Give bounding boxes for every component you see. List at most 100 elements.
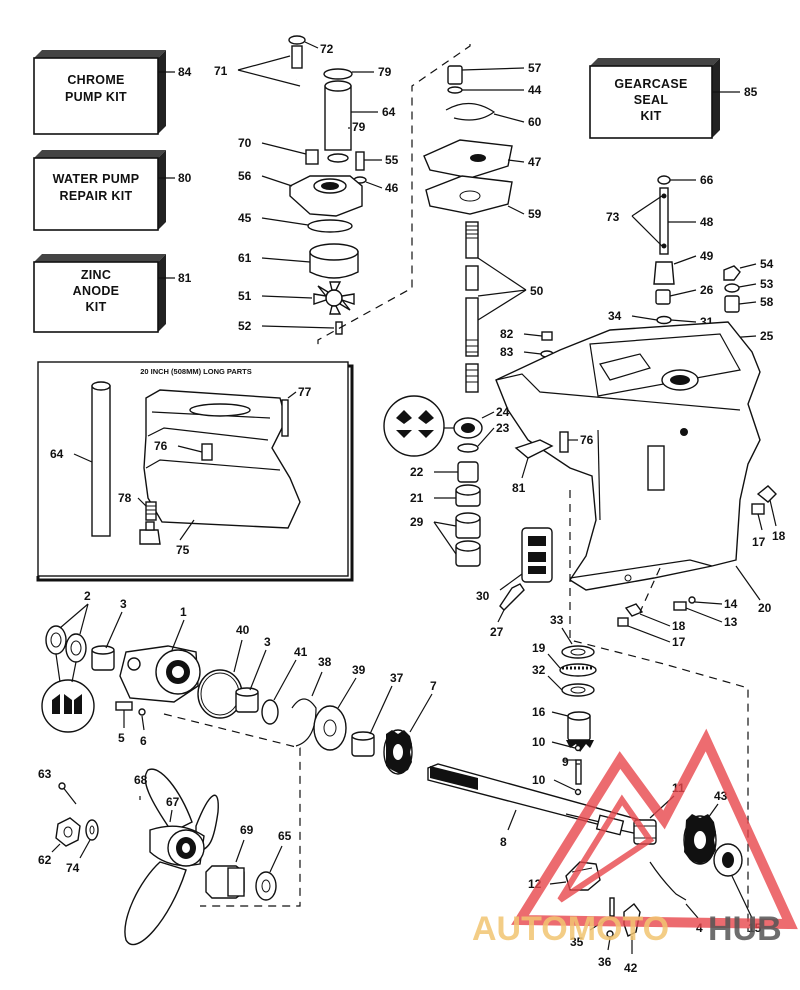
callout-17-right: 17 (752, 535, 766, 549)
callout-80: 80 (178, 171, 192, 185)
gearcase-housing (495, 321, 761, 591)
callout-71: 71 (214, 64, 228, 78)
callout-3-mid: 3 (264, 635, 271, 649)
callout-55: 55 (385, 153, 399, 167)
callout-73: 73 (606, 210, 620, 224)
callout-82: 82 (500, 327, 514, 341)
callout-1: 1 (180, 605, 187, 619)
callout-10-bottom: 10 (532, 773, 546, 787)
callout-51: 51 (238, 289, 252, 303)
callout-39: 39 (352, 663, 366, 677)
callout-52: 52 (238, 319, 252, 333)
callout-65: 65 (278, 829, 292, 843)
callout-54: 54 (760, 257, 774, 271)
callout-10-top: 10 (532, 735, 546, 749)
callout-6: 6 (140, 734, 147, 748)
callout-2: 2 (84, 589, 91, 603)
dashed-guide-prop (163, 713, 301, 907)
callout-64-inset: 64 (50, 447, 64, 461)
callout-72: 72 (320, 42, 334, 56)
chrome-pump-kit-box: CHROME PUMP KIT (33, 50, 166, 135)
callout-67: 67 (166, 795, 180, 809)
gearcase-kit-line3: KIT (640, 109, 661, 123)
callout-18-right: 18 (772, 529, 786, 543)
callout-20: 20 (758, 601, 772, 615)
dashed-guide-lower (569, 490, 749, 932)
zinc-kit-line3: KIT (85, 300, 106, 314)
callout-29: 29 (410, 515, 424, 529)
callout-84: 84 (178, 65, 192, 79)
callout-23: 23 (496, 421, 510, 435)
callout-44: 44 (528, 83, 542, 97)
callout-3-left: 3 (120, 597, 127, 611)
callout-18-left: 18 (672, 619, 686, 633)
callout-14: 14 (724, 597, 738, 611)
callout-77: 77 (298, 385, 312, 399)
callout-63: 63 (38, 767, 52, 781)
watermark-hub-text: HUB (708, 910, 782, 948)
gearcase-seal-kit-box: GEARCASE SEAL KIT (589, 58, 720, 139)
callout-61: 61 (238, 251, 252, 265)
callout-8: 8 (500, 835, 507, 849)
drive-shaft-assembly: 57 44 60 47 59 50 (423, 61, 544, 393)
callout-24: 24 (496, 405, 510, 419)
zinc-kit-line2: ANODE (73, 284, 120, 298)
water-pump-assembly: 72 71 79 64 79 70 55 46 (214, 35, 399, 335)
callout-76-inset: 76 (154, 439, 168, 453)
callout-27: 27 (490, 625, 504, 639)
chrome-pump-kit-line1: CHROME (67, 73, 124, 87)
callout-33: 33 (550, 613, 564, 627)
callout-45: 45 (238, 211, 252, 225)
callout-83: 83 (500, 345, 514, 359)
callout-7: 7 (430, 679, 437, 693)
callout-64-top: 64 (382, 105, 396, 119)
callout-48: 48 (700, 215, 714, 229)
callout-5: 5 (118, 731, 125, 745)
callout-68: 68 (134, 773, 148, 787)
callout-79-top: 79 (378, 65, 392, 79)
callout-25: 25 (760, 329, 774, 343)
water-pump-kit-line1: WATER PUMP (53, 172, 140, 186)
callout-56: 56 (238, 169, 252, 183)
callout-57: 57 (528, 61, 542, 75)
callout-79-lower: 79 (352, 120, 366, 134)
callout-59: 59 (528, 207, 542, 221)
callout-60: 60 (528, 115, 542, 129)
propeller-shaft-assembly: 2 3 1 5 6 40 3 (41, 589, 762, 975)
callout-40: 40 (236, 623, 250, 637)
propeller-assembly: 63 62 74 68 67 69 65 (38, 767, 292, 946)
callout-81-anode: 81 (512, 481, 526, 495)
callout-76-right: 76 (580, 433, 594, 447)
water-pump-kit-line2: REPAIR KIT (60, 189, 133, 203)
callout-46: 46 (385, 181, 399, 195)
callout-4: 4 (696, 921, 703, 935)
callout-62: 62 (38, 853, 52, 867)
callout-58: 58 (760, 295, 774, 309)
long-parts-inset: 20 INCH (508MM) LONG PARTS 64 75 77 76 7… (36, 361, 354, 582)
callout-42: 42 (624, 961, 638, 975)
zinc-kit-line1: ZINC (81, 268, 111, 282)
callout-81-kit: 81 (178, 271, 192, 285)
callout-21: 21 (410, 491, 424, 505)
callout-36: 36 (598, 955, 612, 969)
callout-69: 69 (240, 823, 254, 837)
callout-35: 35 (570, 935, 584, 949)
callout-41: 41 (294, 645, 308, 659)
bearing-stack: 24 23 22 21 29 (383, 395, 510, 567)
callout-13: 13 (724, 615, 738, 629)
gearcase-kit-line2: SEAL (634, 93, 669, 107)
callout-50: 50 (530, 284, 544, 298)
callout-16: 16 (532, 705, 546, 719)
callout-70: 70 (238, 136, 252, 150)
callout-38: 38 (318, 655, 332, 669)
callout-43: 43 (714, 789, 728, 803)
zinc-anode-kit-box: ZINC ANODE KIT (33, 254, 166, 333)
callout-32: 32 (532, 663, 546, 677)
callout-19: 19 (532, 641, 546, 655)
chrome-pump-kit-line2: PUMP KIT (65, 90, 127, 104)
callout-66: 66 (700, 173, 714, 187)
callout-75: 75 (176, 543, 190, 557)
callout-53: 53 (760, 277, 774, 291)
